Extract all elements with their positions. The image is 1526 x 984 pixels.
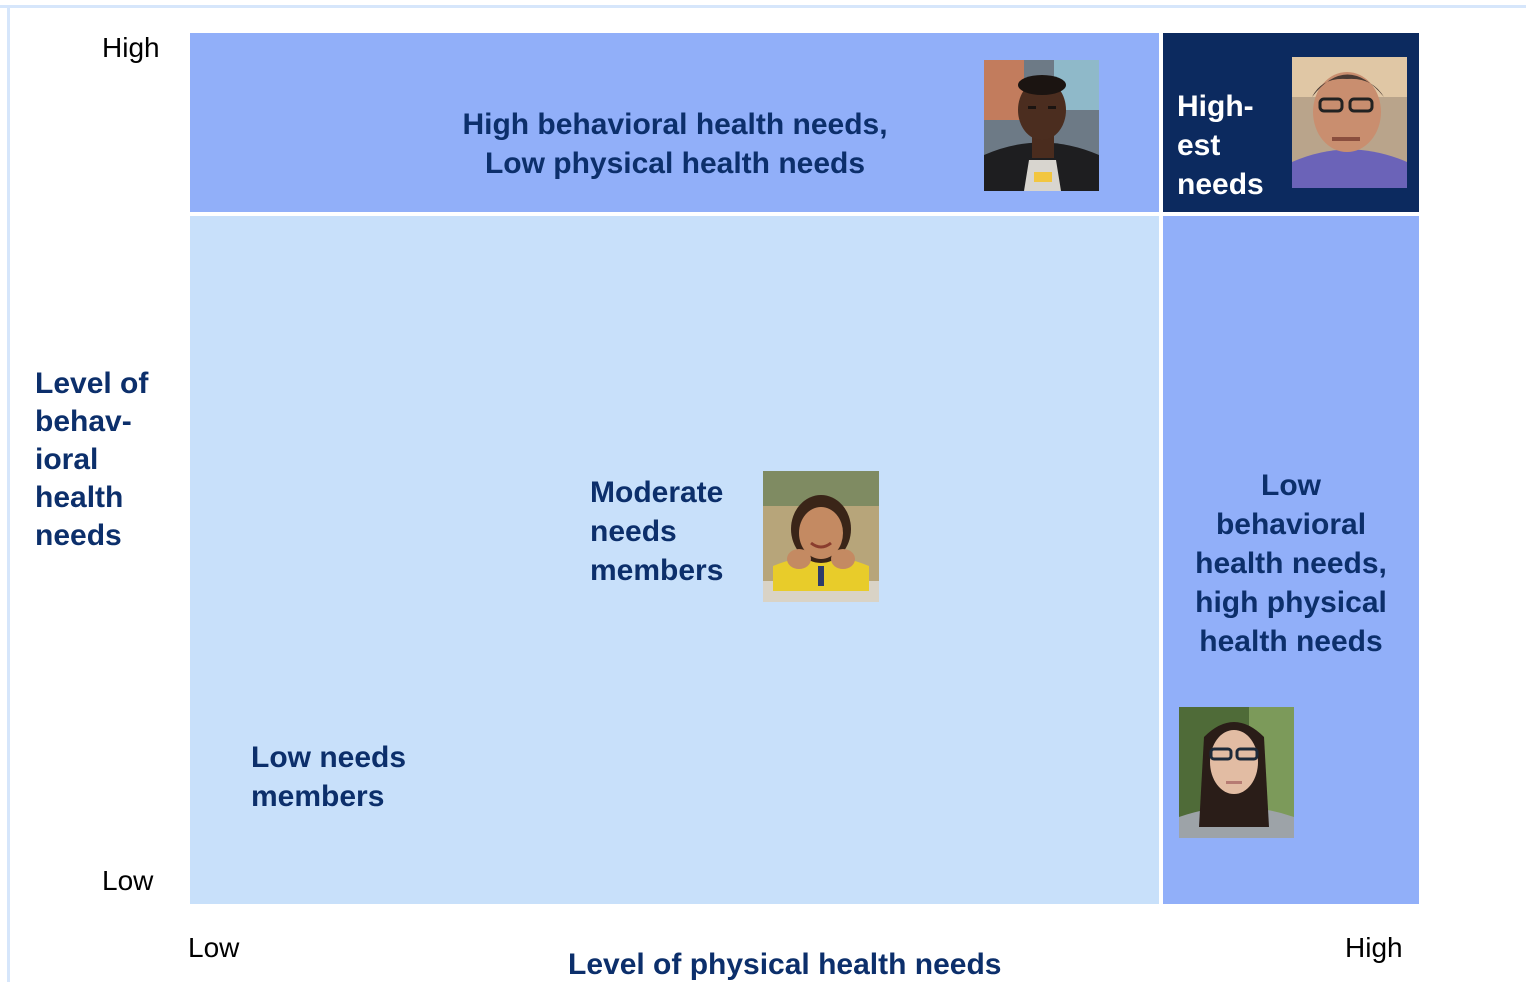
y-axis-label-line: health [35, 481, 124, 514]
quadrant-text-line: High behavioral health needs, [462, 108, 888, 141]
quadrant-top-left-text: High behavioral health needs, Low physic… [420, 105, 930, 183]
frame-top-border [0, 5, 1526, 8]
low-needs-text: Low needs members [251, 738, 406, 816]
x-tick-high: High [1345, 932, 1403, 963]
quadrant-text-line: members [590, 554, 724, 587]
quadrant-bottom-right-text: Low behavioral health needs, high physic… [1166, 466, 1416, 661]
y-axis-label: Level of behav- ioral health needs [35, 365, 148, 555]
quadrant-text-line: High- [1177, 90, 1254, 123]
girl-photo [763, 471, 879, 602]
quadrant-top-right-text: High- est needs [1177, 87, 1264, 204]
quadrant-text-line: members [251, 780, 385, 813]
y-axis-label-line: needs [35, 519, 122, 552]
frame-left-border [7, 5, 10, 982]
quadrant-text-line: Low physical health needs [484, 147, 866, 180]
quadrant-text-line: needs [590, 515, 677, 548]
quadrant-text-line: health needs, [1195, 547, 1387, 580]
y-axis-label-line: Level of [35, 367, 149, 400]
woman-glasses-photo [1179, 707, 1294, 838]
older-woman-photo [1292, 57, 1407, 188]
y-tick-high: High [102, 32, 160, 63]
young-man-photo [984, 60, 1099, 191]
x-tick-low: Low [188, 932, 240, 963]
quadrant-text-line: health needs [1199, 625, 1383, 658]
quadrant-low-moderate-needs [190, 216, 1159, 904]
quadrant-text-line: behavioral [1215, 508, 1367, 541]
moderate-needs-text: Moderate needs members [590, 473, 723, 590]
quadrant-text-line: Low needs [251, 741, 407, 774]
y-axis-label-line: behav- [35, 405, 132, 438]
y-axis-label-line: ioral [35, 443, 99, 476]
quadrant-text-line: est [1177, 129, 1221, 162]
quadrant-text-line: Moderate [590, 476, 724, 509]
y-tick-low: Low [102, 865, 154, 896]
quadrant-text-line: Low [1261, 469, 1321, 502]
quadrant-text-line: high physical [1195, 586, 1387, 619]
x-axis-label: Level of physical health needs [568, 948, 1002, 981]
quadrant-text-line: needs [1177, 168, 1264, 201]
